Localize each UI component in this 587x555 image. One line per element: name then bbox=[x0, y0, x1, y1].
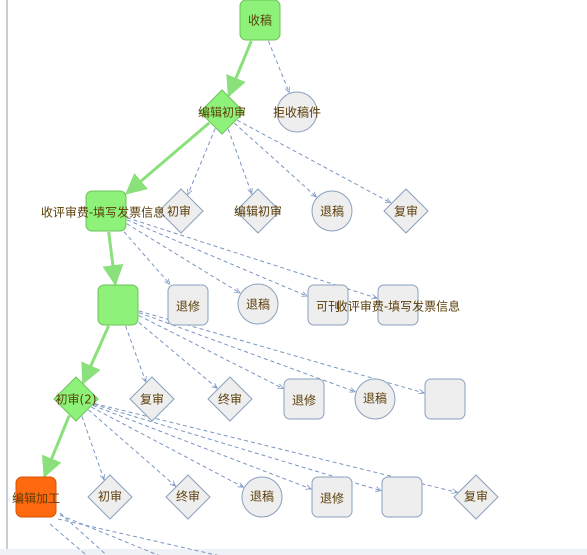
node-square-pending[interactable] bbox=[311, 476, 353, 518]
node-label: 退修 bbox=[176, 299, 200, 314]
edge-offscreen-4 bbox=[49, 523, 87, 555]
node-label: 收评审费-填写发票信息 bbox=[41, 205, 165, 220]
edge-n14-n22 bbox=[88, 409, 175, 486]
node-label: 拒收稿件 bbox=[273, 105, 321, 120]
edge-offscreen-3 bbox=[57, 518, 219, 555]
node-label: 初审 bbox=[98, 489, 122, 504]
node-label: 退稿 bbox=[250, 489, 274, 504]
node-square-pending[interactable] bbox=[381, 476, 423, 518]
node-label: 退修 bbox=[292, 393, 316, 408]
node-label: 复审 bbox=[394, 204, 418, 219]
edge-n1-n3 bbox=[226, 40, 253, 98]
node-diamond-pending[interactable] bbox=[165, 474, 211, 520]
edge-n1-n2 bbox=[267, 40, 289, 93]
node-square-done[interactable] bbox=[85, 190, 127, 232]
edge-n3-n4 bbox=[125, 121, 211, 195]
node-square-pending[interactable] bbox=[377, 284, 419, 326]
left-border bbox=[6, 0, 8, 555]
node-label: 退稿 bbox=[246, 297, 270, 312]
edge-n4-n10 bbox=[123, 231, 170, 284]
node-label: 收稿 bbox=[248, 13, 272, 28]
node-label: 终审 bbox=[218, 392, 242, 407]
node-label: 收评审费-填写发票信息 bbox=[336, 299, 460, 314]
node-square-current[interactable] bbox=[15, 476, 57, 518]
node-label: 终审 bbox=[176, 489, 200, 504]
node-label: 退稿 bbox=[363, 391, 387, 406]
node-diamond-done[interactable] bbox=[199, 89, 245, 135]
edge-n14-n21 bbox=[81, 416, 104, 479]
node-label: 复审 bbox=[140, 392, 164, 407]
labels-layer: 收稿拒收稿件编辑初审收评审费-填写发票信息初审编辑初审退稿复审退修退稿可刊收评审… bbox=[12, 13, 488, 506]
edge-n3-n8 bbox=[236, 119, 391, 203]
node-label: 编辑加工 bbox=[12, 491, 60, 506]
node-circle-pending[interactable] bbox=[311, 190, 353, 232]
edge-n9-n14 bbox=[81, 325, 111, 385]
node-circle-pending[interactable] bbox=[241, 476, 283, 518]
edge-n3-n5 bbox=[188, 128, 216, 194]
node-diamond-pending[interactable] bbox=[453, 474, 499, 520]
node-label: 初审(2) bbox=[56, 392, 97, 407]
edge-n4-n9 bbox=[102, 231, 124, 287]
node-circle-pending[interactable] bbox=[354, 378, 396, 420]
edge-n14-n24 bbox=[92, 404, 311, 489]
node-square-pending[interactable] bbox=[283, 378, 325, 420]
node-label: 退稿 bbox=[320, 204, 344, 219]
node-diamond-done[interactable] bbox=[53, 376, 99, 422]
edge-n3-n6 bbox=[227, 128, 252, 194]
node-diamond-pending[interactable] bbox=[129, 376, 175, 422]
edge-n3-n7 bbox=[233, 122, 316, 197]
node-diamond-pending[interactable] bbox=[383, 188, 429, 234]
edge-n14-n20 bbox=[41, 414, 71, 479]
nodes-layer bbox=[15, 0, 499, 520]
node-square-done[interactable] bbox=[97, 284, 139, 326]
node-label: 复审 bbox=[464, 489, 488, 504]
node-diamond-pending[interactable] bbox=[207, 376, 253, 422]
edge-n4-n11 bbox=[126, 223, 240, 293]
node-label: 编辑初审 bbox=[234, 204, 282, 219]
edge-n14-n23 bbox=[91, 406, 243, 487]
edge-n9-n16 bbox=[138, 322, 218, 388]
node-diamond-pending[interactable] bbox=[235, 188, 281, 234]
edge-offscreen-2 bbox=[59, 514, 160, 555]
node-square-pending[interactable] bbox=[307, 284, 349, 326]
node-square-pending[interactable] bbox=[167, 284, 209, 326]
edge-n9-n18 bbox=[138, 312, 355, 392]
edge-n4-n12 bbox=[126, 219, 307, 296]
node-label: 编辑初审 bbox=[198, 105, 246, 120]
node-square-pending[interactable] bbox=[424, 378, 466, 420]
node-label: 初审 bbox=[167, 204, 191, 219]
node-circle-pending[interactable] bbox=[276, 91, 318, 133]
bottom-strip bbox=[0, 549, 587, 555]
edge-n9-n15 bbox=[125, 325, 146, 382]
edge-n9-n17 bbox=[138, 315, 283, 389]
node-circle-pending[interactable] bbox=[237, 283, 279, 325]
node-diamond-pending[interactable] bbox=[158, 188, 204, 234]
node-diamond-pending[interactable] bbox=[87, 474, 133, 520]
edge-n14-n25 bbox=[93, 403, 381, 490]
node-label: 可刊 bbox=[316, 300, 340, 314]
edge-offscreen-1 bbox=[59, 512, 108, 555]
node-label: 退修 bbox=[320, 491, 344, 506]
node-square-done[interactable] bbox=[239, 0, 281, 41]
